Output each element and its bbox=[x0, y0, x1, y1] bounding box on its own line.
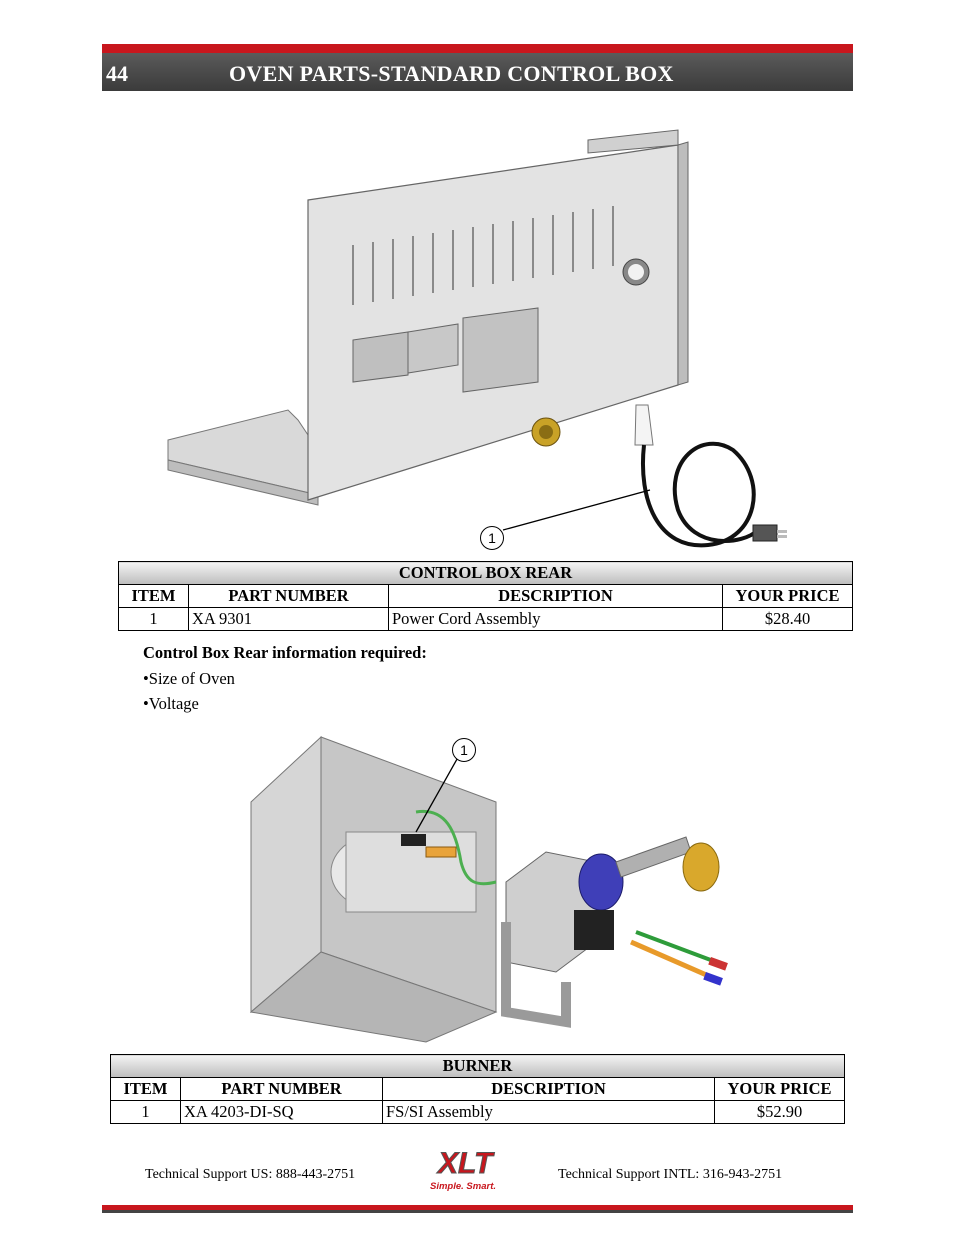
column-header-part-number: PART NUMBER bbox=[188, 584, 389, 608]
footer-gray-rule bbox=[102, 1210, 853, 1213]
table-row: 1 XA 9301 Power Cord Assembly $28.40 bbox=[118, 607, 853, 631]
info-bullet: •Voltage bbox=[143, 694, 199, 713]
table-row: 1 XA 4203-DI-SQ FS/SI Assembly $52.90 bbox=[110, 1100, 845, 1124]
column-header-price: YOUR PRICE bbox=[714, 1077, 845, 1101]
column-header-price: YOUR PRICE bbox=[722, 584, 853, 608]
footer-rule bbox=[102, 1205, 853, 1214]
description-cell: FS/SI Assembly bbox=[382, 1100, 715, 1124]
part-number-cell: XA 9301 bbox=[188, 607, 389, 631]
footer-red-rule bbox=[102, 1205, 853, 1210]
page-number: 44 bbox=[106, 61, 128, 86]
info-requirements: Control Box Rear information required: •… bbox=[143, 640, 427, 717]
header-band: 44 OVEN PARTS-STANDARD CONTROL BOX bbox=[102, 53, 853, 91]
table-caption: CONTROL BOX REAR bbox=[118, 561, 853, 585]
column-header-item: ITEM bbox=[118, 584, 189, 608]
support-us-text: Technical Support US: 888-443-2751 bbox=[145, 1167, 356, 1182]
header-red-rule bbox=[102, 44, 853, 53]
column-header-description: DESCRIPTION bbox=[382, 1077, 715, 1101]
page-header: 44 OVEN PARTS-STANDARD CONTROL BOX bbox=[102, 44, 853, 91]
svg-text:XLT: XLT bbox=[436, 1147, 495, 1180]
column-header-description: DESCRIPTION bbox=[388, 584, 723, 608]
part-number-cell: XA 4203-DI-SQ bbox=[180, 1100, 383, 1124]
svg-text:Simple. Smart.: Simple. Smart. bbox=[430, 1181, 496, 1192]
table-caption: BURNER bbox=[110, 1054, 845, 1078]
support-intl-text: Technical Support INTL: 316-943-2751 bbox=[558, 1167, 783, 1182]
item-cell: 1 bbox=[110, 1100, 181, 1124]
column-header-part-number: PART NUMBER bbox=[180, 1077, 383, 1101]
control-box-rear-table: CONTROL BOX REAR ITEM PART NUMBER DESCRI… bbox=[118, 561, 853, 631]
burner-table: BURNER ITEM PART NUMBER DESCRIPTION YOUR… bbox=[110, 1054, 845, 1124]
price-cell: $52.90 bbox=[714, 1100, 845, 1124]
item-cell: 1 bbox=[118, 607, 189, 631]
info-bullet: •Size of Oven bbox=[143, 668, 235, 688]
callout-marker: 1 bbox=[452, 738, 476, 762]
xlt-logo: XLT Simple. Smart. bbox=[430, 1143, 525, 1193]
page-title: OVEN PARTS-STANDARD CONTROL BOX bbox=[229, 61, 674, 86]
burner-assembly-illustration: 1 bbox=[146, 722, 808, 1052]
control-box-rear-illustration: 1 bbox=[118, 120, 853, 560]
price-cell: $28.40 bbox=[722, 607, 853, 631]
description-cell: Power Cord Assembly bbox=[388, 607, 723, 631]
info-heading: Control Box Rear information required: bbox=[143, 643, 427, 662]
column-header-item: ITEM bbox=[110, 1077, 181, 1101]
callout-marker: 1 bbox=[480, 526, 504, 550]
